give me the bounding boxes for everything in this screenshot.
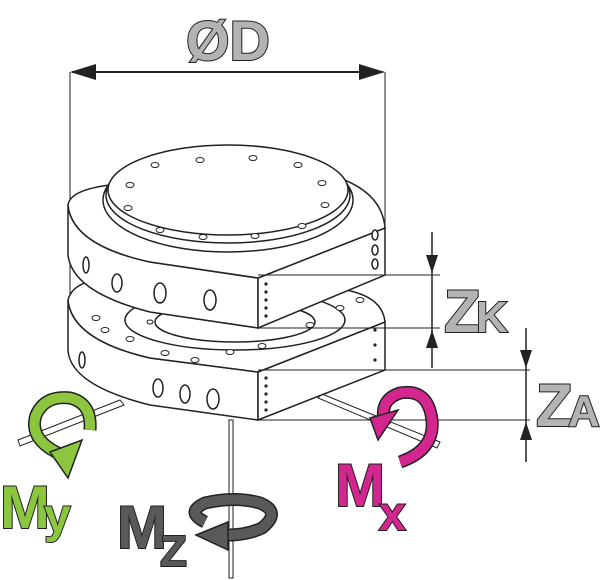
za-dimension: Z A: [258, 328, 600, 462]
mz-label-sub: Z: [160, 527, 187, 576]
mz-arrowhead: [194, 520, 229, 552]
mx-arrowhead: [369, 408, 400, 442]
mx-rotation: M x: [334, 385, 439, 542]
diameter-dimension: ØD: [69, 8, 386, 300]
zk-dimension: Z K: [258, 232, 509, 368]
upper-module: [67, 144, 386, 330]
za-label-sub: A: [568, 387, 600, 436]
my-rotation-arrow: [29, 392, 96, 460]
za-label-main: Z: [536, 372, 573, 439]
mz-rotation: M Z: [116, 493, 278, 577]
zk-label-sub: K: [476, 293, 508, 342]
my-label-sub: y: [44, 490, 71, 543]
zk-label-main: Z: [444, 278, 481, 345]
mx-label-main: M: [335, 452, 385, 519]
diameter-label: ØD: [186, 9, 270, 72]
mx-rotation-arrow: [378, 387, 438, 467]
my-arrowhead: [48, 438, 84, 480]
mz-label-main: M: [117, 494, 167, 561]
my-label-main: M: [0, 474, 50, 541]
mx-label-sub: x: [379, 488, 406, 541]
my-rotation: M y: [0, 391, 97, 544]
mz-rotation-arrow: [190, 494, 277, 541]
